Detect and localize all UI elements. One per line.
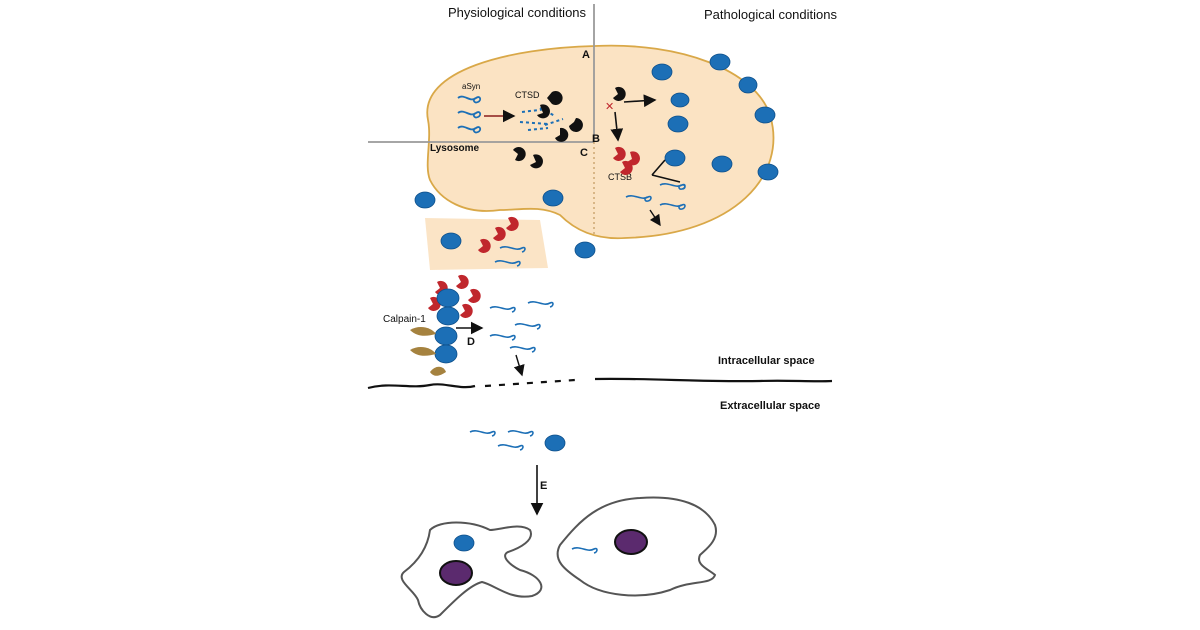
step-d-label: D xyxy=(467,336,475,348)
asyn-label: aSyn xyxy=(462,82,480,91)
lysosome-label: Lysosome xyxy=(430,143,480,154)
inhibit-cross: ✕ xyxy=(605,101,614,113)
step-b-label: B xyxy=(592,133,600,145)
plasma-membrane-gap xyxy=(484,378,576,388)
ctsd-inhibit-arrow xyxy=(623,94,657,108)
nucleus-right xyxy=(614,529,648,555)
pathological-label: Pathological conditions xyxy=(704,7,837,22)
lysosome-membrane xyxy=(426,44,775,240)
fragment-arrow xyxy=(649,209,661,227)
intracellular-label: Intracellular space xyxy=(718,355,815,367)
ctsb-branch-arrow xyxy=(651,159,681,183)
recipient-cell-right xyxy=(556,496,717,597)
step-e-label: E xyxy=(540,480,547,492)
calpain-label: Calpain-1 xyxy=(383,314,426,325)
ctsd-label: CTSD xyxy=(515,90,540,100)
step-a-label: A xyxy=(582,49,590,61)
nucleus-left xyxy=(439,560,473,586)
asyn-fibrils xyxy=(469,183,686,554)
physiological-label: Physiological conditions xyxy=(448,5,587,20)
ctsd-enzymes xyxy=(513,86,626,169)
release-arrow xyxy=(513,354,525,377)
extracellular-label: Extracellular space xyxy=(720,400,820,412)
plasma-membrane-left xyxy=(367,383,476,390)
step-c-label: C xyxy=(580,147,588,159)
asyn-monomers-physiological xyxy=(457,95,482,134)
ctsb-label: CTSB xyxy=(608,172,632,182)
ctsb-up-arrow xyxy=(610,111,624,142)
calpain-enzymes xyxy=(410,327,446,376)
ctsb-enzymes xyxy=(428,146,640,318)
asyn-aggregates xyxy=(414,53,779,552)
recipient-cell-left xyxy=(400,521,543,619)
plasma-membrane-right xyxy=(594,377,833,383)
